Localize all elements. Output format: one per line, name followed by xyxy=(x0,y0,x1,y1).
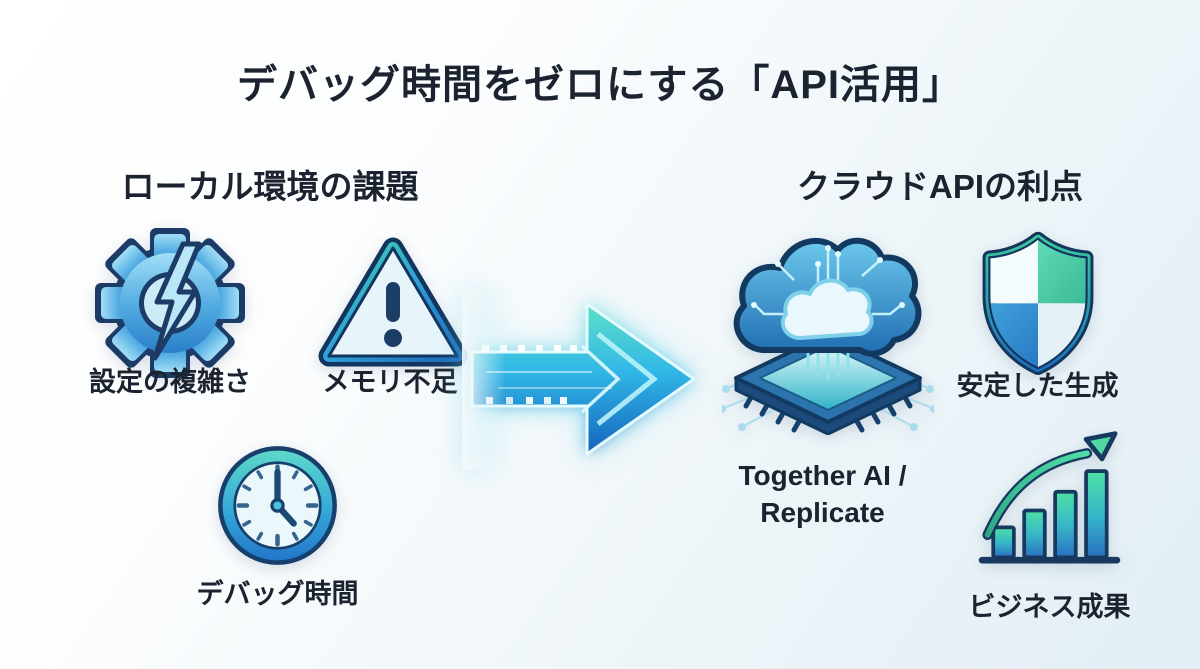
right-arrow-icon xyxy=(462,290,696,470)
label-memory-shortage: メモリ不足 xyxy=(322,367,458,397)
cloud-chip-icon xyxy=(722,237,934,435)
page-title: デバッグ時間をゼロにする「API活用」 xyxy=(236,63,964,107)
label-stable-generation: 安定した生成 xyxy=(956,371,1119,401)
label-debug-time: デバッグ時間 xyxy=(196,579,359,609)
shield-icon xyxy=(982,231,1094,375)
warning-triangle-icon xyxy=(318,237,468,367)
right-section-heading: クラウドAPIの利点 xyxy=(796,168,1083,205)
label-api-providers: Together AI / Replicate xyxy=(738,460,907,528)
label-business-results: ビジネス成果 xyxy=(968,592,1131,622)
label-setup-complexity: 設定の複雑さ xyxy=(89,367,251,397)
left-section-heading: ローカル環境の課題 xyxy=(121,168,419,205)
bar-chart-growth-icon xyxy=(978,431,1121,564)
gear-bolt-icon xyxy=(95,228,245,378)
clock-icon xyxy=(218,446,337,565)
